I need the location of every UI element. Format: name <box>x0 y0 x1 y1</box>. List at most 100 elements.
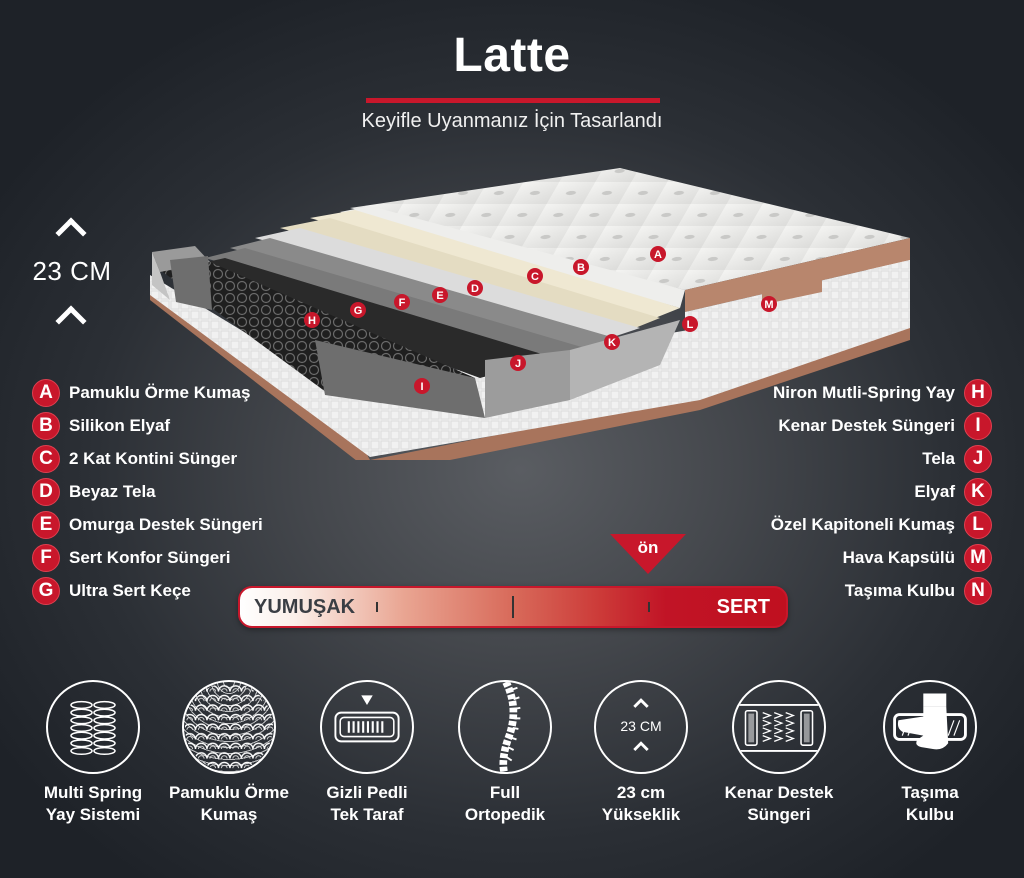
marker-d: D <box>467 280 483 296</box>
knit-fabric-icon <box>182 680 276 774</box>
firmness-soft-label: YUMUŞAK <box>254 596 356 618</box>
chevron-up-icon <box>55 305 87 337</box>
legend-item-h: Niron Mutli-Spring Yay H <box>771 376 992 409</box>
feature-knit-fabric: Pamuklu Örme Kumaş <box>164 680 294 826</box>
product-subtitle: Keyifle Uyanmanız İçin Tasarlandı <box>361 110 663 132</box>
legend-item-l: Özel Kapitoneli Kumaş L <box>771 508 992 541</box>
legend-label: Elyaf <box>914 481 955 501</box>
firmness-marker-triangle <box>610 534 686 574</box>
svg-text:H: H <box>308 315 316 327</box>
letter-badge: G <box>32 576 60 605</box>
feature-multi-spring: Multi Spring Yay Sistemi <box>28 680 158 826</box>
marker-l: L <box>682 316 698 332</box>
feature-label: 23 cm Yükseklik <box>601 783 681 824</box>
legend-item-k: Elyaf K <box>771 475 992 508</box>
spine-icon <box>458 680 552 774</box>
letter-badge: D <box>32 477 60 506</box>
legend-item-a: A Pamuklu Örme Kumaş <box>32 376 263 409</box>
feature-hidden-pad: Gizli Pedli Tek Taraf <box>302 680 432 826</box>
letter-badge: I <box>964 411 992 440</box>
legend-label: Sert Konfor Süngeri <box>69 547 231 567</box>
letter-badge: H <box>964 378 992 407</box>
height-icon-text: 23 CM <box>620 718 662 734</box>
legend-label: 2 Kat Kontini Sünger <box>69 448 238 468</box>
letter-badge: E <box>32 510 60 539</box>
feature-label: Gizli Pedli Tek Taraf <box>326 783 408 824</box>
scale-tick <box>512 596 514 618</box>
legend-item-n: Taşıma Kulbu N <box>771 574 992 607</box>
feature-label: Kenar Destek Süngeri <box>724 783 834 824</box>
legend-item-m: Hava Kapsülü M <box>771 541 992 574</box>
firmness-marker-label: ön <box>637 538 659 557</box>
svg-text:B: B <box>577 262 585 274</box>
height-icon: 23 CM <box>594 680 688 774</box>
height-indicator: 23 CM <box>22 214 122 337</box>
svg-text:F: F <box>399 297 406 309</box>
legend-label: Hava Kapsülü <box>842 547 955 567</box>
product-title: Latte <box>453 29 571 82</box>
legend-label: Niron Mutli-Spring Yay <box>773 382 955 402</box>
spring-icon <box>46 680 140 774</box>
marker-k: K <box>604 334 620 350</box>
legend-item-e: E Omurga Destek Süngeri <box>32 508 263 541</box>
svg-text:I: I <box>420 381 423 393</box>
legend-label: Pamuklu Örme Kumaş <box>69 382 251 402</box>
legend-item-d: D Beyaz Tela <box>32 475 263 508</box>
marker-a: A <box>650 246 666 262</box>
marker-f: F <box>394 294 410 310</box>
legend-item-i: Kenar Destek Süngeri I <box>771 409 992 442</box>
letter-badge: K <box>964 477 992 506</box>
svg-text:J: J <box>515 358 521 370</box>
legend-label: Taşıma Kulbu <box>844 580 955 600</box>
mattress-cutaway-illustration: A B C D E F G H I J K L M <box>140 160 920 475</box>
legend-item-g: G Ultra Sert Keçe <box>32 574 263 607</box>
letter-badge: A <box>32 378 60 407</box>
svg-text:C: C <box>531 271 539 283</box>
marker-i: I <box>414 378 430 394</box>
marker-h: H <box>304 312 320 328</box>
marker-g: G <box>350 302 366 318</box>
legend-label: Silikon Elyaf <box>69 415 171 435</box>
edge-support-icon <box>732 680 826 774</box>
legend-label: Özel Kapitoneli Kumaş <box>770 514 955 534</box>
legend-item-c: C 2 Kat Kontini Sünger <box>32 442 263 475</box>
letter-badge: J <box>964 444 992 473</box>
svg-text:D: D <box>471 283 479 295</box>
svg-text:L: L <box>687 319 694 331</box>
letter-badge: M <box>964 543 992 572</box>
hidden-pad-icon <box>320 680 414 774</box>
legend-item-j: Tela J <box>771 442 992 475</box>
feature-label: Multi Spring Yay Sistemi <box>43 783 143 824</box>
feature-label: Full Ortopedik <box>464 783 546 824</box>
letter-badge: F <box>32 543 60 572</box>
firmness-scale: YUMUŞAK SERT <box>238 586 788 628</box>
legend-label: Ultra Sert Keçe <box>69 580 191 600</box>
svg-text:A: A <box>654 249 662 261</box>
svg-text:M: M <box>764 299 773 311</box>
scale-tick <box>648 602 650 612</box>
svg-text:G: G <box>354 305 363 317</box>
marker-j: J <box>510 355 526 371</box>
marker-m: M <box>761 296 777 312</box>
legend-label: Kenar Destek Süngeri <box>778 415 955 435</box>
legend-label: Omurga Destek Süngeri <box>69 514 263 534</box>
legend-left: A Pamuklu Örme Kumaş B Silikon Elyaf C 2… <box>32 376 263 607</box>
title-divider <box>366 98 660 103</box>
legend-right: Niron Mutli-Spring Yay H Kenar Destek Sü… <box>771 376 992 607</box>
carry-handle-icon <box>883 680 977 774</box>
svg-text:K: K <box>608 337 616 349</box>
marker-b: B <box>573 259 589 275</box>
letter-badge: B <box>32 411 60 440</box>
chevron-up-icon <box>55 217 87 249</box>
legend-label: Tela <box>922 448 955 468</box>
marker-e: E <box>432 287 448 303</box>
legend-item-f: F Sert Konfor Süngeri <box>32 541 263 574</box>
letter-badge: N <box>964 576 992 605</box>
feature-height: 23 CM 23 cm Yükseklik <box>576 680 706 826</box>
svg-text:E: E <box>436 290 443 302</box>
scale-tick <box>376 602 378 612</box>
legend-label: Beyaz Tela <box>69 481 156 501</box>
feature-carry-handle: Taşıma Kulbu <box>865 680 995 826</box>
feature-label: Pamuklu Örme Kumaş <box>169 783 289 824</box>
height-value: 23 CM <box>32 256 112 286</box>
